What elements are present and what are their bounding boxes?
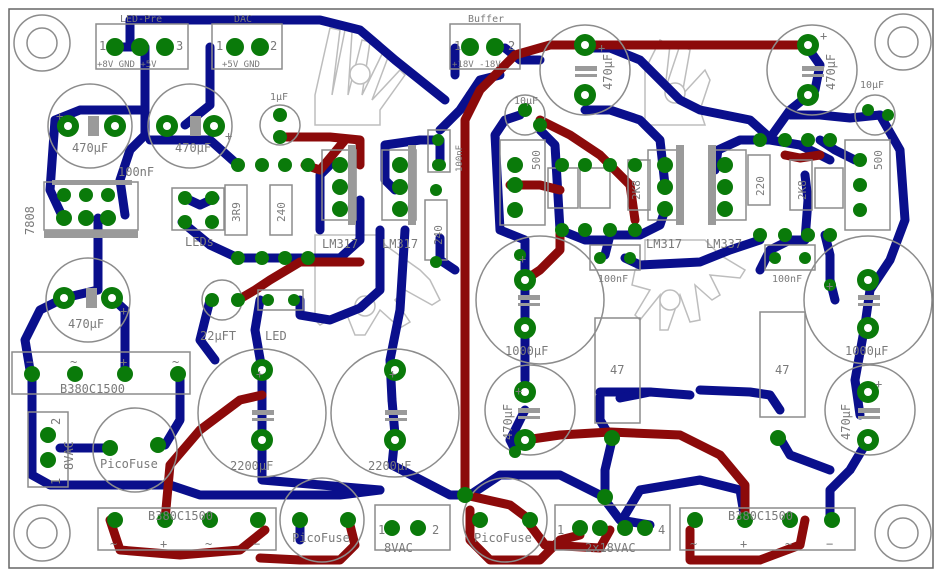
label-c-2200uf-a: 2200µF xyxy=(230,459,273,473)
label-c-470uf-top-right: 470µF xyxy=(824,54,838,90)
label-8vac-bottom-pin1: 1 xyxy=(378,523,385,537)
label-c-10uf-a: 10µF xyxy=(514,96,538,107)
label-c1-470uf: 470µF xyxy=(72,141,108,155)
label-led-pre-pin1: 1 xyxy=(99,39,106,53)
label-led: LED xyxy=(265,329,287,343)
label-c-100nf-r1: 100nF xyxy=(598,274,628,285)
label-c-1000uf-b: 1000µF xyxy=(845,344,888,358)
label-2x18vac-pin1: 1 xyxy=(557,523,564,537)
pad-holes xyxy=(60,41,872,444)
label-8vac-bottom: 8VAC xyxy=(384,541,413,555)
label-bridge-left-plus: + xyxy=(120,355,127,369)
label-c-470uf-top-mid: 470µF xyxy=(601,54,615,90)
plus-2200b: + xyxy=(389,367,396,381)
label-picofuse-c: PicoFuse xyxy=(474,531,532,545)
label-bridge-left-ac2: ~ xyxy=(172,355,179,369)
label-c-22uft: 22µFT xyxy=(200,329,236,343)
label-bridge-br-plus: + xyxy=(740,537,747,551)
plus-470top-a: + xyxy=(598,41,605,55)
label-r-47-a: 47 xyxy=(610,363,624,377)
label-c-100nf-r2: 100nF xyxy=(772,274,802,285)
label-8vac-left-pin1: 1 xyxy=(49,478,63,485)
mounting-holes xyxy=(13,13,932,562)
label-r-2k8-b: 2K8 xyxy=(796,180,809,200)
label-pot-500-b: 500 xyxy=(872,150,885,170)
label-c2-470uf: 470µF xyxy=(175,141,211,155)
label-8vac-left: 8VAC xyxy=(62,441,76,470)
label-dac-pins: +5V GND xyxy=(222,60,260,70)
label-2x18vac-pin4: 4 xyxy=(658,523,665,537)
label-buffer-pin2: 2 xyxy=(508,39,515,53)
cap-bars xyxy=(86,66,880,421)
label-led-pre-pins: +8V GND +5V xyxy=(97,60,157,70)
plus-2200a: + xyxy=(256,367,263,381)
regulator-tabs xyxy=(44,145,716,238)
label-lm317-a: LM317 xyxy=(322,237,358,251)
label-r-47-b: 47 xyxy=(775,363,789,377)
label-bridge-bl-minus: − xyxy=(253,537,260,551)
label-picofuse-b: PicoFuse xyxy=(292,531,350,545)
label-c-100nf-mid: 100nF xyxy=(455,145,465,172)
label-dac-pin2: 2 xyxy=(270,39,277,53)
label-bridge-left-minus: − xyxy=(26,355,33,369)
label-bridge-bl-ac2: ~ xyxy=(205,537,212,551)
label-bridge-bl-plus: + xyxy=(160,537,167,551)
plus-c3: + xyxy=(120,304,127,318)
label-r-240-a: 240 xyxy=(275,202,288,222)
label-bridge-left: B380C1500 xyxy=(60,382,125,396)
label-c-100nf-left: 100nF xyxy=(118,165,154,179)
label-picofuse-a: PicoFuse xyxy=(100,457,158,471)
label-lm337: LM337 xyxy=(706,237,742,251)
label-2x18vac: 2x18VAC xyxy=(585,541,636,555)
label-c3-470uf: 470µF xyxy=(68,317,104,331)
label-c-2200uf-b: 2200µF xyxy=(368,459,411,473)
label-lm317-b: LM317 xyxy=(382,237,418,251)
label-buffer-pins: +18V -18V xyxy=(452,60,501,70)
label-7808: 7808 xyxy=(23,206,37,235)
label-r-240-b: 240 xyxy=(432,225,445,245)
plus-c1: + xyxy=(56,109,63,123)
label-bridge-left-ac1: ~ xyxy=(70,355,77,369)
label-bridge-bottom-left: B380C1500 xyxy=(148,509,213,523)
label-8vac-left-pin2: 2 xyxy=(49,418,63,425)
label-dac: DAC xyxy=(234,14,252,25)
silkscreen-labels: LED-Pre +8V GND +5V 1 3 DAC +5V GND 1 2 … xyxy=(23,14,888,555)
label-8vac-bottom-pin2: 2 xyxy=(432,523,439,537)
label-bridge-bl-ac1: ~ xyxy=(110,537,117,551)
label-c-1000uf-a: 1000µF xyxy=(505,344,548,358)
board-outline xyxy=(8,8,934,569)
label-bridge-bottom-right: B380C1500 xyxy=(728,509,793,523)
label-led-pre-pin3: 3 xyxy=(176,39,183,53)
label-r-3r9: 3R9 xyxy=(230,202,243,222)
label-lm317-c: LM317 xyxy=(646,237,682,251)
label-buffer: Buffer xyxy=(468,14,504,25)
plus-470top-b: + xyxy=(820,29,827,43)
plus-c2: + xyxy=(225,129,232,143)
plus-470low-b: + xyxy=(875,377,882,391)
label-c-470uf-low-b: 470µF xyxy=(839,404,853,440)
label-c-10uf-b: 10µF xyxy=(860,80,884,91)
label-bridge-br-minus: − xyxy=(826,537,833,551)
label-r-2k8-a: 2K8 xyxy=(630,180,643,200)
label-led-pre: LED-Pre xyxy=(120,14,162,25)
plus-470low-a: + xyxy=(515,384,522,398)
plus-1000b: + xyxy=(826,279,833,293)
pads xyxy=(24,34,894,536)
label-bridge-br-ac1: ~ xyxy=(690,537,697,551)
label-pot-500-a: 500 xyxy=(530,150,543,170)
polarity-marks: + + + + + + + + + + + xyxy=(56,29,882,398)
label-bridge-br-ac2: ~ xyxy=(785,537,792,551)
label-dac-pin1: 1 xyxy=(216,39,223,53)
label-buffer-pin1: 1 xyxy=(454,39,461,53)
label-c-470uf-low-a: 470µF xyxy=(501,404,515,440)
label-c-1uf: 1µF xyxy=(270,92,288,103)
label-leds: LEDs xyxy=(185,235,214,249)
label-r-220: 220 xyxy=(754,176,767,196)
plus-1000a: + xyxy=(519,252,526,266)
